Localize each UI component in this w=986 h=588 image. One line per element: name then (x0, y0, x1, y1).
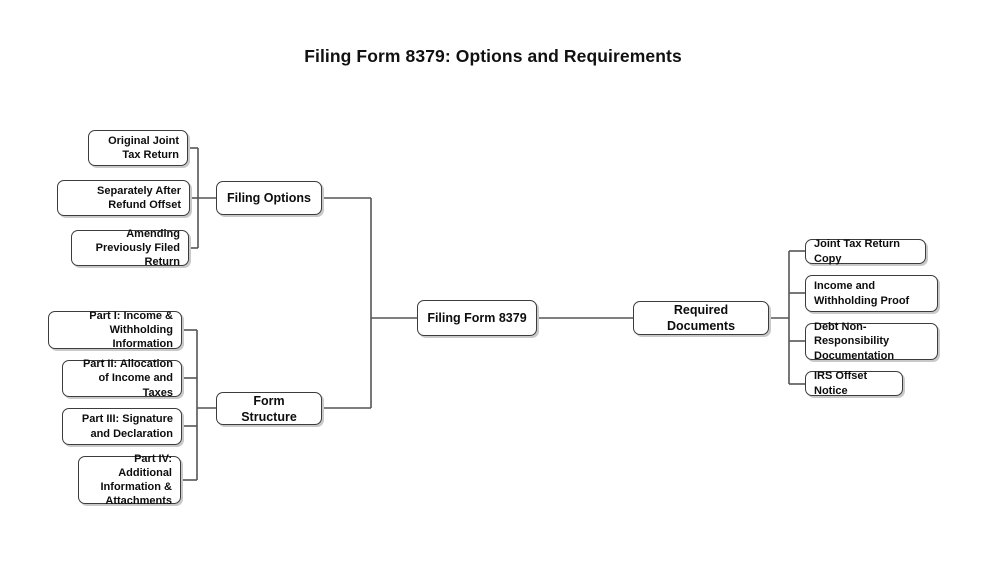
node-original-joint-tax-return[interactable]: Original Joint Tax Return (88, 130, 188, 166)
node-label: Filing Form 8379 (427, 311, 527, 325)
node-label: Original Joint Tax Return (108, 134, 179, 161)
node-filing-form-8379[interactable]: Filing Form 8379 (417, 300, 537, 336)
node-label: Separately After Refund Offset (97, 184, 181, 211)
node-amending-previously-filed-return[interactable]: Amending Previously Filed Return (71, 227, 189, 269)
node-label: Part I: Income & Withholding Information (89, 309, 173, 351)
node-form-structure[interactable]: Form Structure (216, 392, 322, 425)
node-income-and-withholding-proof[interactable]: Income and Withholding Proof (805, 275, 938, 312)
node-label: Required Documents (666, 303, 736, 333)
node-label: IRS Offset Notice (814, 370, 868, 397)
node-part-iii-signature-and-declaration[interactable]: Part III: Signature and Declaration (62, 408, 182, 445)
node-irs-offset-notice[interactable]: IRS Offset Notice (805, 370, 903, 397)
node-required-documents[interactable]: Required Documents (633, 301, 769, 335)
node-label: Filing Options (226, 191, 311, 205)
node-label: Form Structure (241, 393, 297, 424)
node-label: Debt Non-Responsibility Documentation (814, 321, 895, 362)
node-debt-non-responsibility-documentation[interactable]: Debt Non-Responsibility Documentation (805, 321, 938, 362)
node-joint-tax-return-copy[interactable]: Joint Tax Return Copy (805, 238, 926, 265)
node-label: Part III: Signature and Declaration (81, 413, 173, 440)
page-title: Filing Form 8379: Options and Requiremen… (304, 46, 682, 66)
node-filing-options[interactable]: Filing Options (216, 181, 322, 215)
node-label: Part II: Allocation of Income and Taxes (82, 358, 173, 399)
node-label: Joint Tax Return Copy (814, 238, 900, 265)
node-part-i-income-withholding-information[interactable]: Part I: Income & Withholding Information (48, 309, 182, 351)
node-label: Amending Previously Filed Return (95, 227, 180, 269)
node-label: Income and Withholding Proof (814, 280, 910, 307)
node-separately-after-refund-offset[interactable]: Separately After Refund Offset (57, 180, 190, 216)
node-part-iv-additional-information-attachments[interactable]: Part IV: Additional Information & Attach… (78, 453, 181, 507)
node-label: Part IV: Additional Information & Attach… (100, 452, 173, 508)
node-part-ii-allocation-of-income-and-taxes[interactable]: Part II: Allocation of Income and Taxes (62, 358, 182, 399)
